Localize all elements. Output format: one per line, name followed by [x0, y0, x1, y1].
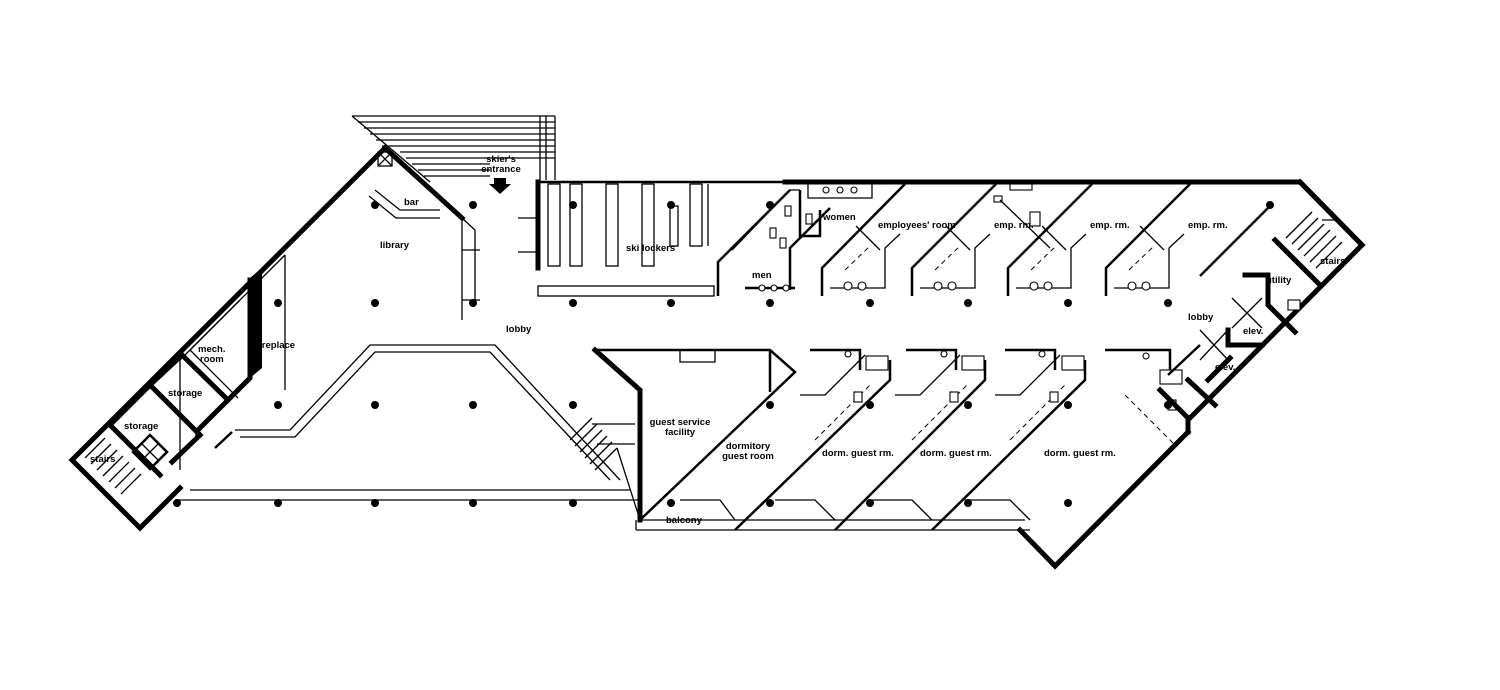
- label-guest-service: facility: [665, 427, 696, 438]
- label-elev: elev.: [1215, 362, 1235, 373]
- employee-rooms: [820, 183, 1273, 296]
- central-lounge: [235, 344, 641, 521]
- restrooms: [716, 182, 873, 296]
- label-dorm-guest-rm: dorm. guest rm.: [822, 448, 894, 459]
- outer-walls: [68, 144, 1366, 570]
- label-ski-lockers: ski lockers: [626, 243, 675, 254]
- label-skiers-entrance: entrance: [481, 164, 521, 175]
- label-fireplace: fireplace: [256, 340, 295, 351]
- label-stairs: stairs: [1320, 256, 1345, 267]
- south-rooms: [591, 344, 1219, 531]
- label-emp-rm: emp. rm.: [994, 220, 1034, 231]
- label-mech-room: mech.: [198, 344, 225, 355]
- label-utility: utility: [1266, 275, 1292, 286]
- label-lobby: lobby: [506, 324, 532, 335]
- label-lobby: lobby: [1188, 312, 1214, 323]
- entrance-steps: [351, 115, 556, 183]
- label-emp-rm: emp. rm.: [1188, 220, 1228, 231]
- label-dormitory: dormitory: [726, 441, 771, 452]
- label-balcony: balcony: [666, 515, 703, 526]
- label-dorm-guest-rm: dorm. guest rm.: [920, 448, 992, 459]
- label-employees-room: employees' room: [878, 220, 956, 231]
- label-storage: storage: [168, 388, 202, 399]
- label-women: women: [822, 212, 856, 223]
- label-stairs: stairs: [90, 454, 115, 465]
- left-wing: [84, 151, 640, 501]
- label-emp-rm: emp. rm.: [1090, 220, 1130, 231]
- label-skiers-entrance: skier's: [486, 154, 516, 165]
- label-bar: bar: [404, 197, 419, 208]
- label-guest-service: guest service: [650, 417, 711, 428]
- entrance-arrow-icon: [489, 178, 511, 194]
- label-mech-room: room: [200, 354, 224, 365]
- structural-columns: [173, 201, 1274, 507]
- label-storage: storage: [124, 421, 158, 432]
- label-men: men: [752, 270, 772, 281]
- label-elev: elev.: [1243, 326, 1263, 337]
- label-dorm-guest-rm: dorm. guest rm.: [1044, 448, 1116, 459]
- room-labels: skier's entrance bar library ski lockers…: [90, 154, 1345, 526]
- label-library: library: [380, 240, 410, 251]
- ski-lockers: [518, 183, 715, 297]
- label-dormitory: guest room: [722, 451, 774, 462]
- right-core: [1199, 211, 1343, 384]
